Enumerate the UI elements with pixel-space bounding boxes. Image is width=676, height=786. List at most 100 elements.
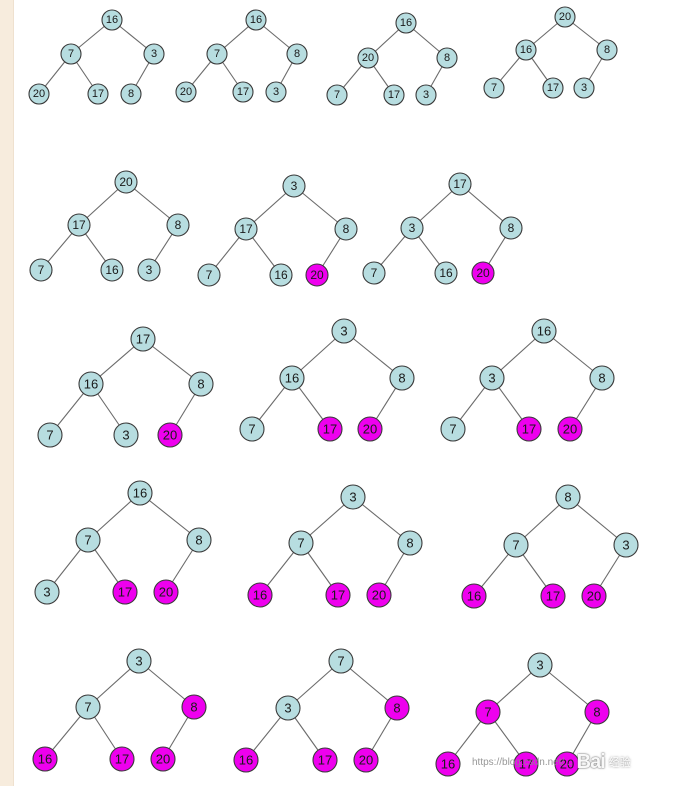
heap-node: 16	[515, 39, 537, 61]
heap-node: 7	[75, 694, 101, 720]
node-value: 20	[310, 268, 324, 282]
node-circle	[197, 263, 221, 287]
node-circle	[479, 365, 505, 391]
heap-node: 8	[389, 365, 415, 391]
node-value: 3	[423, 89, 429, 101]
node-circle	[317, 416, 343, 442]
heap-node: 16	[101, 9, 123, 31]
node-circle	[540, 583, 566, 609]
node-circle	[166, 213, 190, 237]
node-value: 3	[409, 221, 416, 235]
node-value: 17	[115, 752, 129, 767]
sorted-node: 17	[112, 579, 138, 605]
node-value: 3	[43, 585, 50, 600]
node-value: 7	[68, 48, 74, 60]
node-value: 8	[406, 536, 413, 551]
heap-node: 3	[282, 174, 306, 198]
node-circle	[325, 582, 351, 608]
node-circle	[357, 47, 379, 69]
sorted-node: 17	[540, 583, 566, 609]
heap-node: 3	[415, 84, 437, 106]
node-value: 7	[491, 82, 497, 94]
node-circle	[515, 39, 537, 61]
node-circle	[245, 9, 267, 31]
heap-node: 3	[34, 579, 60, 605]
heap-node: 3	[613, 532, 639, 558]
heap-node: 16	[245, 9, 267, 31]
node-circle	[596, 39, 618, 61]
node-value: 20	[587, 589, 601, 604]
node-value: 7	[46, 428, 53, 443]
node-value: 7	[334, 89, 340, 101]
heap-node: 8	[286, 43, 308, 65]
node-circle	[153, 579, 179, 605]
node-circle	[483, 77, 505, 99]
node-value: 17	[546, 589, 560, 604]
node-value: 3	[284, 701, 291, 716]
node-value: 8	[598, 371, 605, 386]
node-circle	[581, 583, 607, 609]
node-circle	[279, 365, 305, 391]
tree-edge	[139, 492, 200, 541]
node-value: 16	[38, 752, 52, 767]
heap-node: 17	[232, 81, 254, 103]
node-circle	[531, 318, 557, 344]
heap-node: 7	[440, 416, 466, 442]
node-circle	[389, 365, 415, 391]
node-value: 7	[84, 533, 91, 548]
node-circle	[175, 81, 197, 103]
node-circle	[186, 527, 212, 553]
sorted-node: 17	[317, 416, 343, 442]
node-value: 8	[190, 700, 197, 715]
heap-node: 8	[120, 83, 142, 105]
heap-node: 7	[60, 43, 82, 65]
heap-node: 17	[130, 326, 156, 352]
sorted-node: 17	[325, 582, 351, 608]
node-value: 16	[439, 266, 453, 280]
node-value: 7	[206, 268, 213, 282]
sorted-node: 8	[181, 694, 207, 720]
node-value: 16	[250, 14, 262, 26]
heap-node: 7	[29, 258, 53, 282]
node-circle	[113, 422, 139, 448]
node-value: 8	[444, 52, 450, 64]
node-value: 8	[604, 44, 610, 56]
node-circle	[120, 83, 142, 105]
sorted-node: 20	[471, 261, 495, 285]
node-circle	[150, 746, 176, 772]
node-value: 20	[362, 52, 374, 64]
node-value: 20	[359, 753, 373, 768]
heap-node: 3	[400, 216, 424, 240]
sorted-node: 16	[233, 747, 259, 773]
node-circle	[265, 81, 287, 103]
node-circle	[516, 416, 542, 442]
node-circle	[434, 261, 458, 285]
heap-node: 20	[28, 83, 50, 105]
node-circle	[573, 77, 595, 99]
node-circle	[28, 83, 50, 105]
node-value: 17	[547, 82, 559, 94]
node-circle	[137, 258, 161, 282]
node-circle	[87, 83, 109, 105]
heap-node: 8	[186, 527, 212, 553]
sorted-node: 16	[461, 583, 487, 609]
node-circle	[60, 43, 82, 65]
heap-node: 8	[397, 530, 423, 556]
node-circle	[584, 699, 610, 725]
node-value: 17	[453, 177, 467, 191]
node-circle	[328, 648, 354, 674]
node-circle	[461, 583, 487, 609]
node-value: 3	[488, 371, 495, 386]
node-value: 8	[343, 222, 350, 236]
heap-node: 16	[395, 12, 417, 34]
heap-node: 7	[503, 532, 529, 558]
heap-node: 17	[234, 217, 258, 241]
